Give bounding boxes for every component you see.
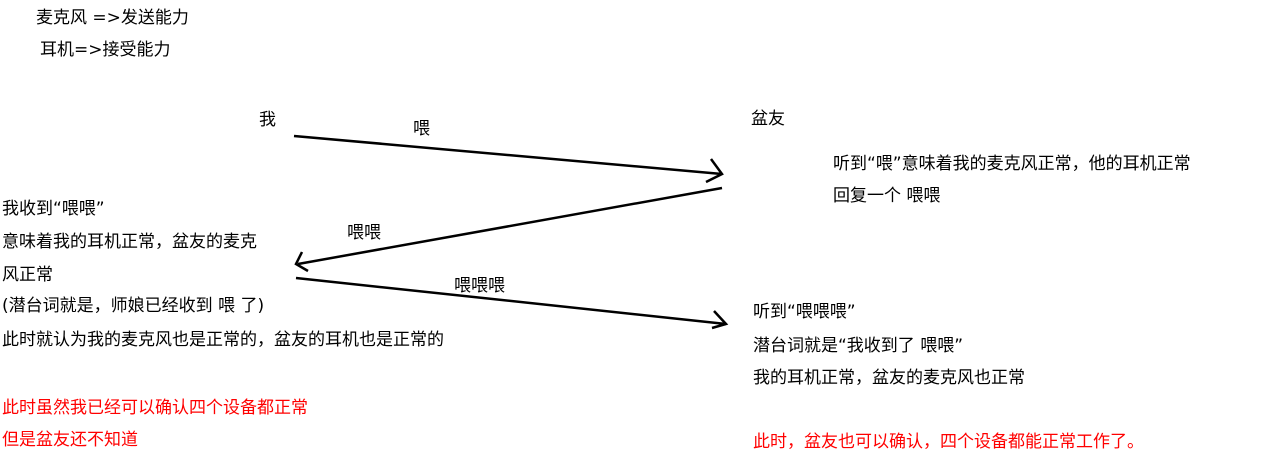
friend-note2-line-2: 潜台词就是“我收到了 喂喂” xyxy=(753,336,964,356)
message-label-1: 喂 xyxy=(413,119,430,139)
me-conclusion-line-2: 但是盆友还不知道 xyxy=(2,430,138,450)
legend-mic: 麦克风 =>发送能力 xyxy=(36,8,189,28)
message-label-2: 喂喂 xyxy=(347,223,381,243)
friend-note2-line-3: 我的耳机正常，盆友的麦克风也正常 xyxy=(753,368,1025,388)
arrow-friend-to-me xyxy=(294,186,723,273)
arrow-me-to-friend xyxy=(293,134,724,184)
me-conclusion-line-1: 此时虽然我已经可以确认四个设备都正常 xyxy=(2,398,308,418)
friend-conclusion-line-1: 此时，盆友也可以确认，四个设备都能正常工作了。 xyxy=(753,432,1144,452)
arrow-me-to-friend-2 xyxy=(295,276,729,330)
legend-earphone: 耳机=>接受能力 xyxy=(40,40,171,60)
me-note-line-2: 意味着我的耳机正常，盆友的麦克 xyxy=(2,232,257,252)
actor-friend: 盆友 xyxy=(751,109,785,129)
actor-me: 我 xyxy=(259,110,276,130)
me-note-line-3: 风正常 xyxy=(2,265,53,285)
friend-note-line-1: 听到“喂”意味着我的麦克风正常，他的耳机正常 xyxy=(833,154,1191,174)
me-note-line-1: 我收到“喂喂” xyxy=(2,199,105,219)
message-label-3: 喂喂喂 xyxy=(454,276,505,296)
friend-note2-line-1: 听到“喂喂喂” xyxy=(753,302,856,322)
me-note-line-4: (潜台词就是，师娘已经收到 喂 了) xyxy=(2,296,265,316)
friend-note-line-2: 回复一个 喂喂 xyxy=(833,186,941,206)
me-note-line-5: 此时就认为我的麦克风也是正常的，盆友的耳机也是正常的 xyxy=(2,330,444,350)
